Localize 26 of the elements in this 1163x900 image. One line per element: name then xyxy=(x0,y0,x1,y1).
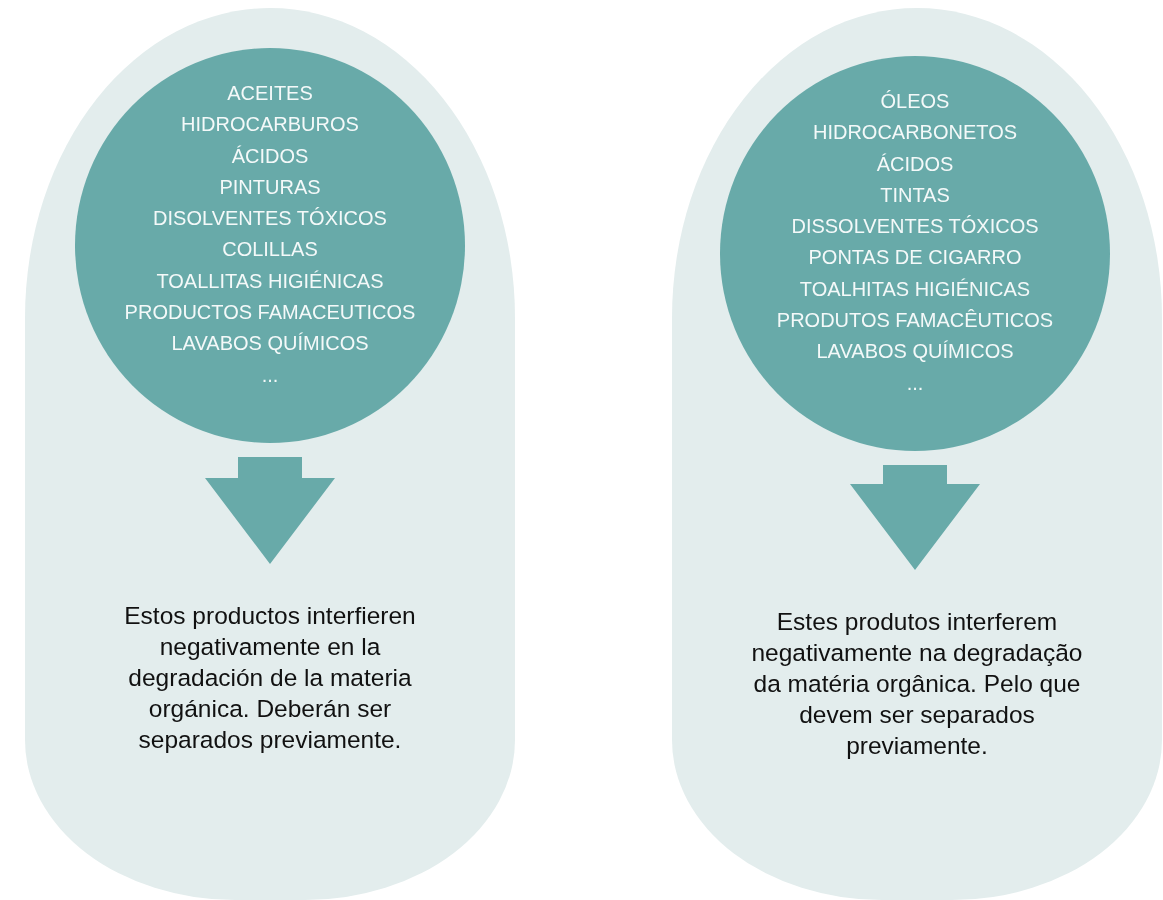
list-item: ÁCIDOS xyxy=(231,143,309,169)
list-item: TOALLITAS HIGIÉNICAS xyxy=(156,268,384,294)
list-item: DISSOLVENTES TÓXICOS xyxy=(791,214,1039,240)
list-item: LAVABOS QUÍMICOS xyxy=(171,331,369,357)
list-item: COLILLAS xyxy=(222,237,318,263)
description-text: Estos productos interfieren negativamente en la degradación de la materia orgánica. Deberán ser separados previamente. xyxy=(97,564,443,794)
list-item: ... xyxy=(261,362,279,388)
list-item: DISOLVENTES TÓXICOS xyxy=(153,206,387,232)
list-item: PONTAS DE CIGARRO xyxy=(808,245,1022,271)
list-item: PRODUTOS FAMACÊUTICOS xyxy=(776,308,1054,334)
list-item: LAVABOS QUÍMICOS xyxy=(816,339,1014,365)
list-item: PRODUCTOS FAMACEUTICOS xyxy=(124,300,416,326)
list-item: HIDROCARBONETOS xyxy=(812,120,1018,146)
rounded-panel xyxy=(672,8,1162,900)
description-text: Estes produtos interferem negativamente na degradação da matéria orgânica. Pelo que devem ser separados previamente. xyxy=(750,570,1084,800)
list-item: ... xyxy=(906,370,924,396)
list-item: ÓLEOS xyxy=(880,89,950,114)
list-item: ACEITES xyxy=(227,81,313,106)
down-arrow xyxy=(205,457,335,564)
list-item: HIDROCARBUROS xyxy=(181,112,359,138)
list-item: TOALHITAS HIGIÉNICAS xyxy=(799,276,1031,302)
list-item: ÁCIDOS xyxy=(876,151,954,177)
list-item: TINTAS xyxy=(880,182,950,208)
list-item: PINTURAS xyxy=(219,174,321,200)
down-arrow xyxy=(850,465,980,570)
rounded-panel xyxy=(25,8,515,900)
